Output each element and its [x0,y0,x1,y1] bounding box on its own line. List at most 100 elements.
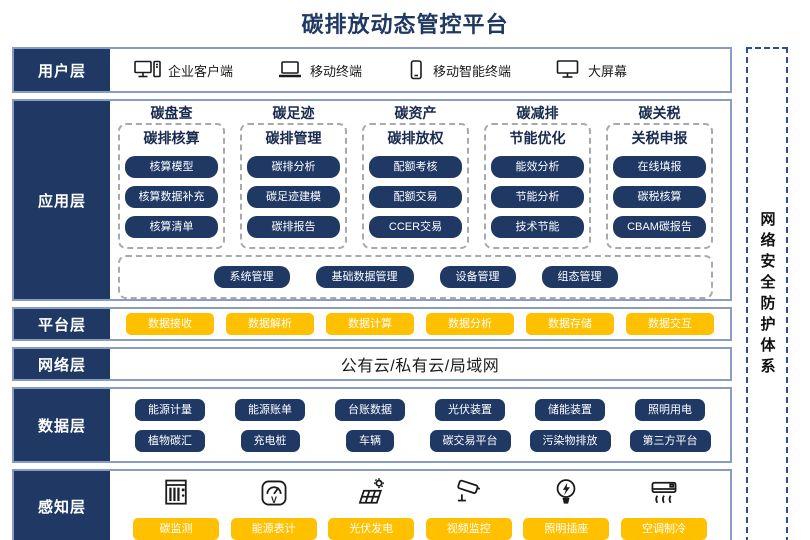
platform-button: 数据存储 [526,313,614,335]
perception-button: 能源表计 [230,517,317,540]
app-column-subheader: 关税申报 [631,130,688,146]
data-button: 光伏装置 [435,398,505,421]
app-button: 配额交易 [369,186,462,208]
perception-layer: 感知层 [12,469,732,540]
app-column-header: 碳资产 [394,105,437,121]
app-column-carbon-tariff: 碳关税 关税申报 在线填报 碳税核算 CBAM碳报告 [606,104,713,249]
app-columns: 碳盘查 碳排核算 核算模型 核算数据补充 核算清单 碳足迹 碳排管理 [118,104,724,249]
energy-meter-icon: V [258,473,290,509]
app-button: 技术节能 [491,216,584,238]
platform-button: 数据解析 [226,313,314,335]
network-layer: 网络层 公有云/私有云/局域网 [12,347,732,381]
user-item-big-screen: 大屏幕 [555,60,627,80]
perception-item-carbon-monitor: 碳监测 [128,473,224,540]
app-column-carbon-reduction: 碳减排 节能优化 能效分析 节能分析 技术节能 [484,104,591,249]
app-column-carbon-inventory: 碳盘查 碳排核算 核算模型 核算数据补充 核算清单 [118,104,225,249]
network-layer-body: 公有云/私有云/局域网 [110,349,730,379]
app-common-button: 基础数据管理 [315,266,414,288]
perception-item-video-monitor: 视频监控 [421,473,517,540]
security-sidebar-label: 网络安全防护体系 [758,211,776,379]
platform-button: 数据分析 [426,313,514,335]
cctv-camera-icon [453,473,485,509]
app-button: 核算数据补充 [125,186,218,208]
perception-button: 光伏发电 [328,517,415,540]
user-layer: 用户层 企业客户端 [12,47,732,93]
user-item-mobile-terminal: 移动终端 [277,60,362,80]
app-column-header: 碳足迹 [272,105,315,121]
app-button: 核算模型 [125,156,218,178]
user-layer-body: 企业客户端 移动终端 移动智能终端 [110,49,730,91]
data-button: 车辆 [346,429,394,452]
network-layer-text: 公有云/私有云/局域网 [340,358,500,375]
data-row: 能源计量 能源账单 台账数据 光伏装置 储能装置 照明用电 [122,398,718,421]
app-column-box: 碳排放权 配额考核 配额交易 CCER交易 [362,123,469,249]
app-layer-body: 碳盘查 碳排核算 核算模型 核算数据补充 核算清单 碳足迹 碳排管理 [110,101,730,299]
data-button: 第三方平台 [629,429,711,452]
app-column-box: 碳排管理 碳排分析 碳足迹建模 碳排报告 [240,123,347,249]
carbon-monitor-icon [160,473,192,509]
app-button: 碳足迹建模 [247,186,340,208]
perception-item-solar-power: 光伏发电 [323,473,419,540]
laptop-icon [279,61,302,78]
data-button: 储能装置 [535,398,605,421]
app-column-subheader: 节能优化 [509,130,566,146]
platform-layer: 平台层 数据接收 数据解析 数据计算 数据分析 数据存储 数据交互 [12,307,732,341]
app-column-subheader: 碳排管理 [265,130,322,146]
app-common-button: 组态管理 [541,266,618,288]
user-item-label: 移动终端 [310,63,363,79]
app-column-carbon-footprint: 碳足迹 碳排管理 碳排分析 碳足迹建模 碳排报告 [240,104,347,249]
svg-text:V: V [271,494,277,504]
data-button: 污染物排放 [529,429,611,452]
data-layer: 数据层 能源计量 能源账单 台账数据 光伏装置 储能装置 照明用电 植物碳汇 充… [12,387,732,463]
data-layer-label: 数据层 [14,389,110,461]
data-button: 能源计量 [135,398,205,421]
perception-item-lighting-socket: 照明插座 [518,473,614,540]
data-layer-body: 能源计量 能源账单 台账数据 光伏装置 储能装置 照明用电 植物碳汇 充电桩 车… [110,389,730,461]
perception-button: 空调制冷 [620,517,707,540]
light-bulb-icon [550,473,582,509]
perception-button: 照明插座 [523,517,610,540]
perception-item-air-conditioner: 空调制冷 [616,473,712,540]
user-item-smart-terminal: 移动智能终端 [406,60,511,80]
app-button: 碳排报告 [247,216,340,238]
perception-button: 碳监测 [133,517,219,540]
diagram-content: 用户层 企业客户端 [0,47,810,540]
user-item-label: 企业客户端 [168,63,234,79]
app-button: 配额考核 [369,156,462,178]
app-common-button: 系统管理 [213,266,290,288]
platform-button: 数据交互 [626,313,714,335]
layer-stack: 用户层 企业客户端 [12,47,732,540]
app-common-box: 系统管理 基础数据管理 设备管理 组态管理 [118,255,713,299]
data-button: 充电桩 [240,429,300,452]
app-column-box: 碳排核算 核算模型 核算数据补充 核算清单 [118,123,225,249]
app-column-carbon-asset: 碳资产 碳排放权 配额考核 配额交易 CCER交易 [362,104,469,249]
app-column-subheader: 碳排放权 [387,130,444,146]
data-button: 植物碳汇 [135,429,205,452]
app-button: 碳排分析 [247,156,340,178]
data-row: 植物碳汇 充电桩 车辆 碳交易平台 污染物排放 第三方平台 [122,429,718,452]
app-layer: 应用层 碳盘查 碳排核算 核算模型 核算数据补充 核算清单 [12,99,732,301]
platform-button: 数据计算 [326,313,414,335]
app-column-box: 关税申报 在线填报 碳税核算 CBAM碳报告 [606,123,713,249]
data-button: 能源账单 [235,398,305,421]
platform-button: 数据接收 [126,313,214,335]
large-screen-icon [556,60,579,78]
app-button: 碳税核算 [613,186,706,208]
app-button: 在线填报 [613,156,706,178]
data-button: 照明用电 [635,398,705,421]
user-item-label: 移动智能终端 [433,63,512,79]
perception-layer-label: 感知层 [14,471,110,540]
app-button: CBAM碳报告 [613,216,706,238]
data-button: 碳交易平台 [429,429,511,452]
app-column-header: 碳关税 [638,105,681,121]
app-button: CCER交易 [369,216,462,238]
app-button: 能效分析 [491,156,584,178]
perception-item-energy-meter: V 能源表计 [226,473,322,540]
user-item-enterprise-client: 企业客户端 [134,60,233,80]
security-sidebar: 网络安全防护体系 [746,47,788,540]
desktop-client-icon [134,60,161,78]
page-title: 碳排放动态管控平台 [301,12,509,37]
app-column-header: 碳减排 [516,105,559,121]
platform-layer-body: 数据接收 数据解析 数据计算 数据分析 数据存储 数据交互 [110,309,730,339]
